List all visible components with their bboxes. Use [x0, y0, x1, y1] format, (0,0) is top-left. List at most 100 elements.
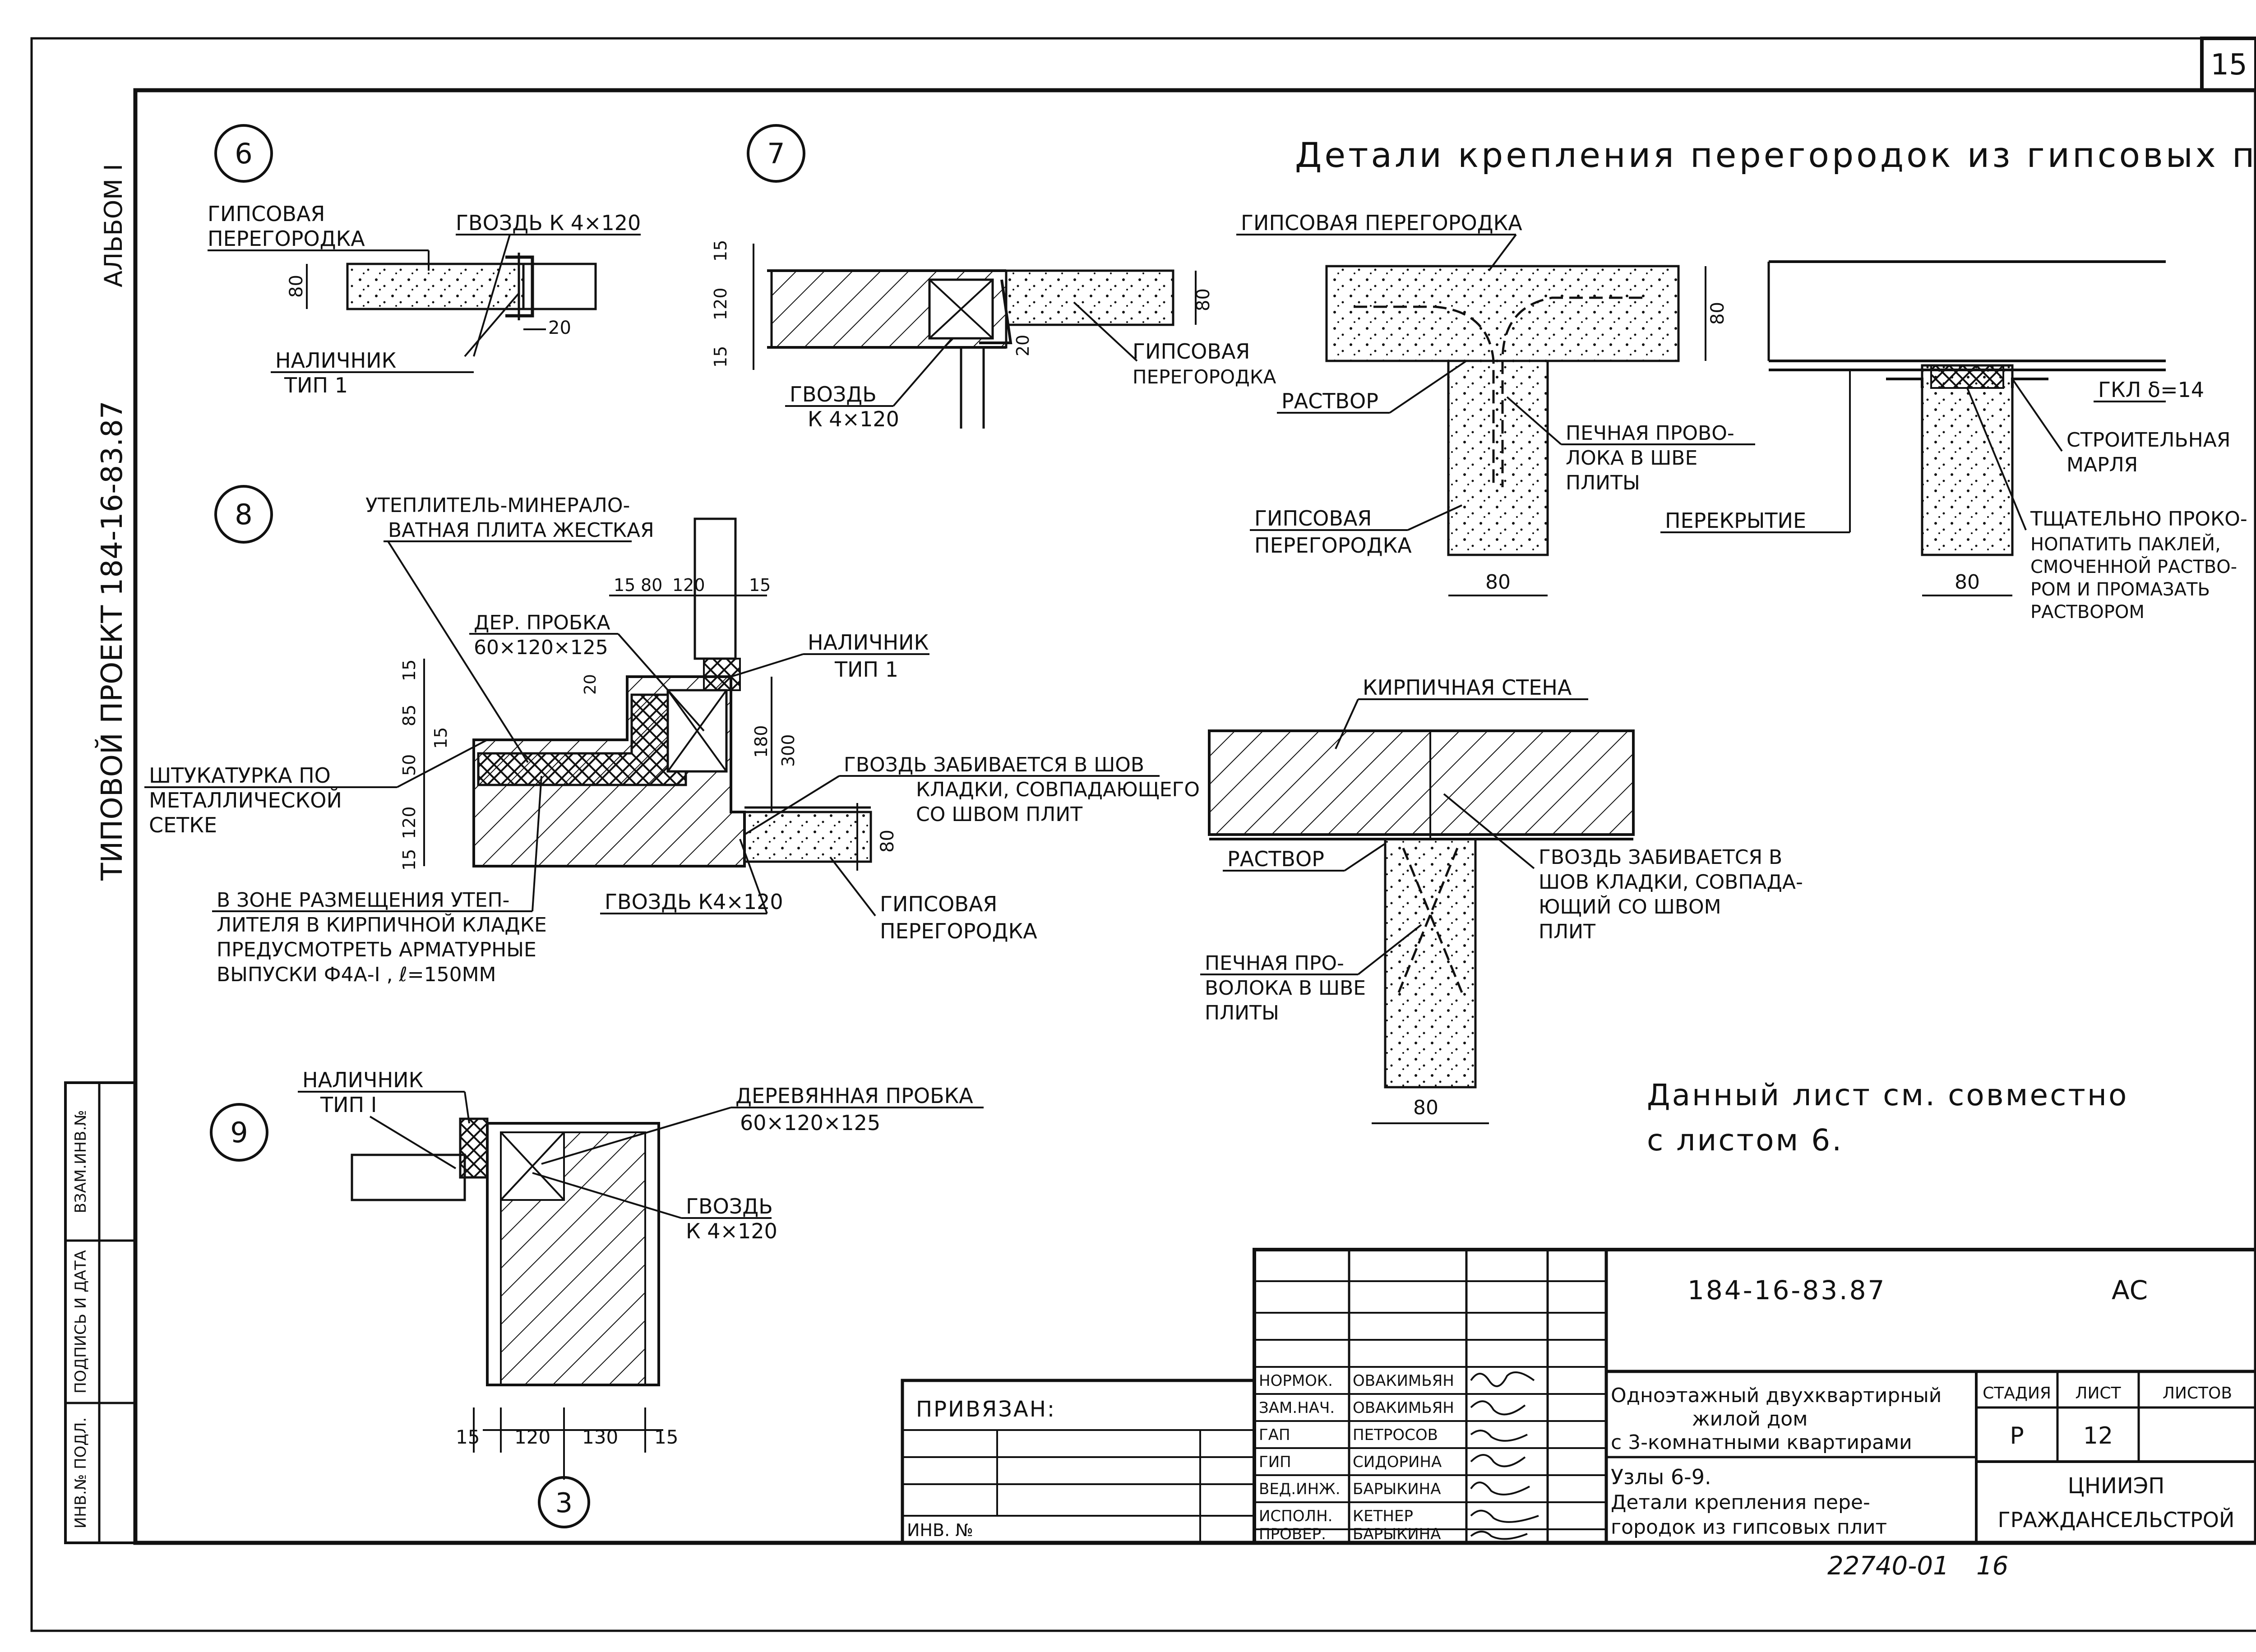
node8-dim-top-120: 120	[672, 575, 705, 595]
node9-axis: 3	[555, 1487, 573, 1519]
ceiling-gauze-1: СТРОИТЕЛЬНАЯ	[2066, 429, 2230, 452]
node7-dim-15b: 15	[711, 346, 730, 368]
project-label: ТИПОВОЙ ПРОЕКТ 184-16-83.87	[95, 401, 129, 881]
brickwall-nail-2: ШОВ КЛАДКИ, СОВПАДА-	[1539, 871, 1803, 894]
node8-dim-180: 180	[751, 725, 771, 758]
node8-dim-top-80: 80	[641, 575, 662, 595]
tjoint-wire-2: ЛОКА В ШВЕ	[1566, 447, 1697, 470]
ceiling-caulk-4: РОМ И ПРОМАЗАТЬ	[2030, 579, 2210, 600]
stamp-cell-inv: ИНВ.№ ПОДЛ.	[72, 1417, 90, 1529]
tb-role-1: ЗАМ.НАЧ.	[1259, 1399, 1335, 1417]
node8-dim-left-120: 120	[399, 806, 419, 839]
node8-zone-2: ЛИТЕЛЯ В КИРПИЧНОЙ КЛАДКЕ	[217, 913, 547, 937]
signatures	[1470, 1371, 1539, 1540]
brickwall-wire-3: ПЛИТЫ	[1205, 1001, 1279, 1024]
title-block: ПРИВЯЗАН: ИНВ. № НОРМОК. ЗАМ.НАЧ. ГАП ГИ…	[901, 1248, 2256, 1545]
ceiling-dim-80: 80	[1955, 571, 1980, 594]
node6-nail: ГВОЗДЬ К 4×120	[456, 211, 641, 235]
node-7: 7 15 120 15 80 20 ГИПСОВАЯ ПЕРЕГОРОДКА Г…	[711, 124, 1276, 431]
tjoint-detail: 80 80 ГИПСОВАЯ ПЕРЕГОРОДКА РАСТВОР ПЕЧНА…	[1236, 211, 1755, 596]
tb-role-0: НОРМОК.	[1259, 1372, 1333, 1390]
tb-h-sheets: ЛИСТОВ	[2163, 1384, 2232, 1403]
node8-insul-2: ВАТНАЯ ПЛИТА ЖЕСТКАЯ	[388, 519, 654, 542]
node9-plug-1: ДЕРЕВЯННАЯ ПРОБКА	[735, 1084, 973, 1108]
album-label: АЛЬБОМ I	[99, 164, 128, 287]
tb-code: 184-16-83.87	[1687, 1275, 1886, 1306]
node6-partition-2: ПЕРЕГОРОДКА	[208, 226, 365, 251]
tjoint-partition-2: ПЕРЕГОРОДКА	[1254, 533, 1412, 558]
node8-dim-300: 300	[778, 734, 798, 767]
node8-dim-left-50: 50	[399, 754, 419, 776]
node8-zone-1: В ЗОНЕ РАЗМЕЩЕНИЯ УТЕП-	[217, 889, 509, 912]
node6-dim-80: 80	[286, 275, 307, 298]
node8-nail-seam-3: СО ШВОМ ПЛИТ	[916, 803, 1082, 826]
tjoint-partition-1: ГИПСОВАЯ	[1254, 506, 1372, 531]
brickwall-wire-1: ПЕЧНАЯ ПРО-	[1205, 952, 1344, 975]
bottom-num: 16	[1976, 1551, 2008, 1581]
node8-dim-80: 80	[877, 830, 898, 853]
node8-partition-2: ПЕРЕГОРОДКА	[880, 919, 1037, 943]
ceiling-gkl: ГКЛ δ=14	[2098, 378, 2204, 402]
bottom-code: 22740-01	[1827, 1551, 1949, 1581]
tb-sheet-title-3: городок из гипсовых плит	[1611, 1516, 1887, 1539]
tb-role-2: ГАП	[1259, 1426, 1290, 1444]
node8-dim-top-15a: 15	[614, 575, 635, 595]
node8-partition-1: ГИПСОВАЯ	[880, 892, 997, 916]
node6-partition-1: ГИПСОВАЯ	[208, 202, 325, 226]
node7-dim-80: 80	[1193, 288, 1214, 311]
node8-trim-1: НАЛИЧНИК	[808, 630, 929, 655]
tb-sheet-title-1: Узлы 6-9.	[1611, 1465, 1711, 1489]
node9-nail-1: ГВОЗДЬ	[686, 1194, 773, 1218]
tb-name-0: ОВАКИМЬЯН	[1353, 1372, 1454, 1390]
node7-dim-15a: 15	[711, 240, 730, 262]
node7-dim-20: 20	[1013, 335, 1033, 356]
brickwall-dim-80: 80	[1413, 1096, 1438, 1119]
node8-insul-1: УТЕПЛИТЕЛЬ-МИНЕРАЛО-	[365, 494, 630, 517]
tb-object-1: Одноэтажный двухквартирный	[1611, 1384, 1942, 1407]
node8-plaster-1: ШТУКАТУРКА ПО	[149, 763, 331, 788]
node8-plaster-2: МЕТАЛЛИЧЕСКОЙ	[149, 788, 342, 812]
node8-nail-seam-1: ГВОЗДЬ ЗАБИВАЕТСЯ В ШОВ	[844, 753, 1144, 776]
node8-dim-left-15b: 15	[431, 727, 451, 749]
sheet-number-box	[2200, 37, 2256, 92]
tb-bound: ПРИВЯЗАН:	[916, 1397, 1056, 1422]
ceiling-caulk-3: СМОЧЕННОЙ РАСТВО-	[2030, 556, 2237, 577]
tb-role-4: ВЕД.ИНЖ.	[1259, 1480, 1341, 1498]
node9-dim-130: 130	[582, 1426, 618, 1448]
stamp-cell-replace: ВЗАМ.ИНВ.№	[72, 1110, 90, 1213]
note-line-2: с листом 6.	[1647, 1123, 1843, 1158]
node8-marker: 8	[235, 498, 252, 531]
brickwall-wire-2: ВОЛОКА В ШВЕ	[1205, 977, 1366, 1000]
tb-role-5: ИСПОЛН.	[1259, 1507, 1332, 1525]
node7-dim-120: 120	[711, 287, 730, 320]
node8-plug-2: 60×120×125	[474, 636, 608, 659]
tb-name-6: БАРЫКИНА	[1353, 1525, 1441, 1543]
tb-role-6: ПРОВЕР.	[1259, 1525, 1326, 1543]
tb-name-2: ПЕТРОСОВ	[1353, 1426, 1438, 1444]
tb-name-1: ОВАКИМЬЯН	[1353, 1399, 1454, 1417]
node8-nail: ГВОЗДЬ К4×120	[605, 890, 783, 914]
node9-dim-15a: 15	[456, 1426, 480, 1448]
node9-marker: 9	[230, 1116, 248, 1149]
tjoint-wire-1: ПЕЧНАЯ ПРОВО-	[1566, 422, 1734, 445]
node-8: 8 15 85 15 50 120 15 15 80 120 15 180 30…	[144, 485, 1200, 986]
node7-nail-2: К 4×120	[808, 407, 899, 431]
brickwall-detail: 80 КИРПИЧНАЯ СТЕНА РАСТВОР ГВОЗДЬ ЗАБИВА…	[1200, 675, 1803, 1124]
node8-zone-4: ВЫПУСКИ Ф4А-I , ℓ=150ММ	[217, 963, 496, 986]
tb-h-sheet: ЛИСТ	[2075, 1384, 2121, 1403]
node9-dim-15b: 15	[654, 1426, 678, 1448]
main-title: Детали крепления перегородок из гипсовых…	[1295, 135, 2256, 175]
tb-org-1: ЦНИИЭП	[2068, 1473, 2165, 1499]
tb-object-2: жилой дом	[1692, 1407, 1808, 1431]
brickwall-mortar: РАСТВОР	[1227, 847, 1324, 871]
tb-stage: Р	[2010, 1422, 2024, 1449]
node-6: 6 ГИПСОВАЯ ПЕРЕГОРОДКА ГВОЗДЬ К 4×120 НА…	[208, 124, 641, 397]
node8-dim-20: 20	[581, 674, 600, 695]
tjoint-wire-3: ПЛИТЫ	[1566, 471, 1640, 494]
node8-trim-2: ТИП 1	[834, 657, 898, 682]
node8-zone-3: ПРЕДУСМОТРЕТЬ АРМАТУРНЫЕ	[217, 938, 536, 961]
ceiling-caulk-5: РАСТВОРОМ	[2030, 602, 2145, 623]
tb-h-stage: СТАДИЯ	[1983, 1384, 2051, 1403]
node8-dim-top-15b: 15	[749, 575, 771, 595]
